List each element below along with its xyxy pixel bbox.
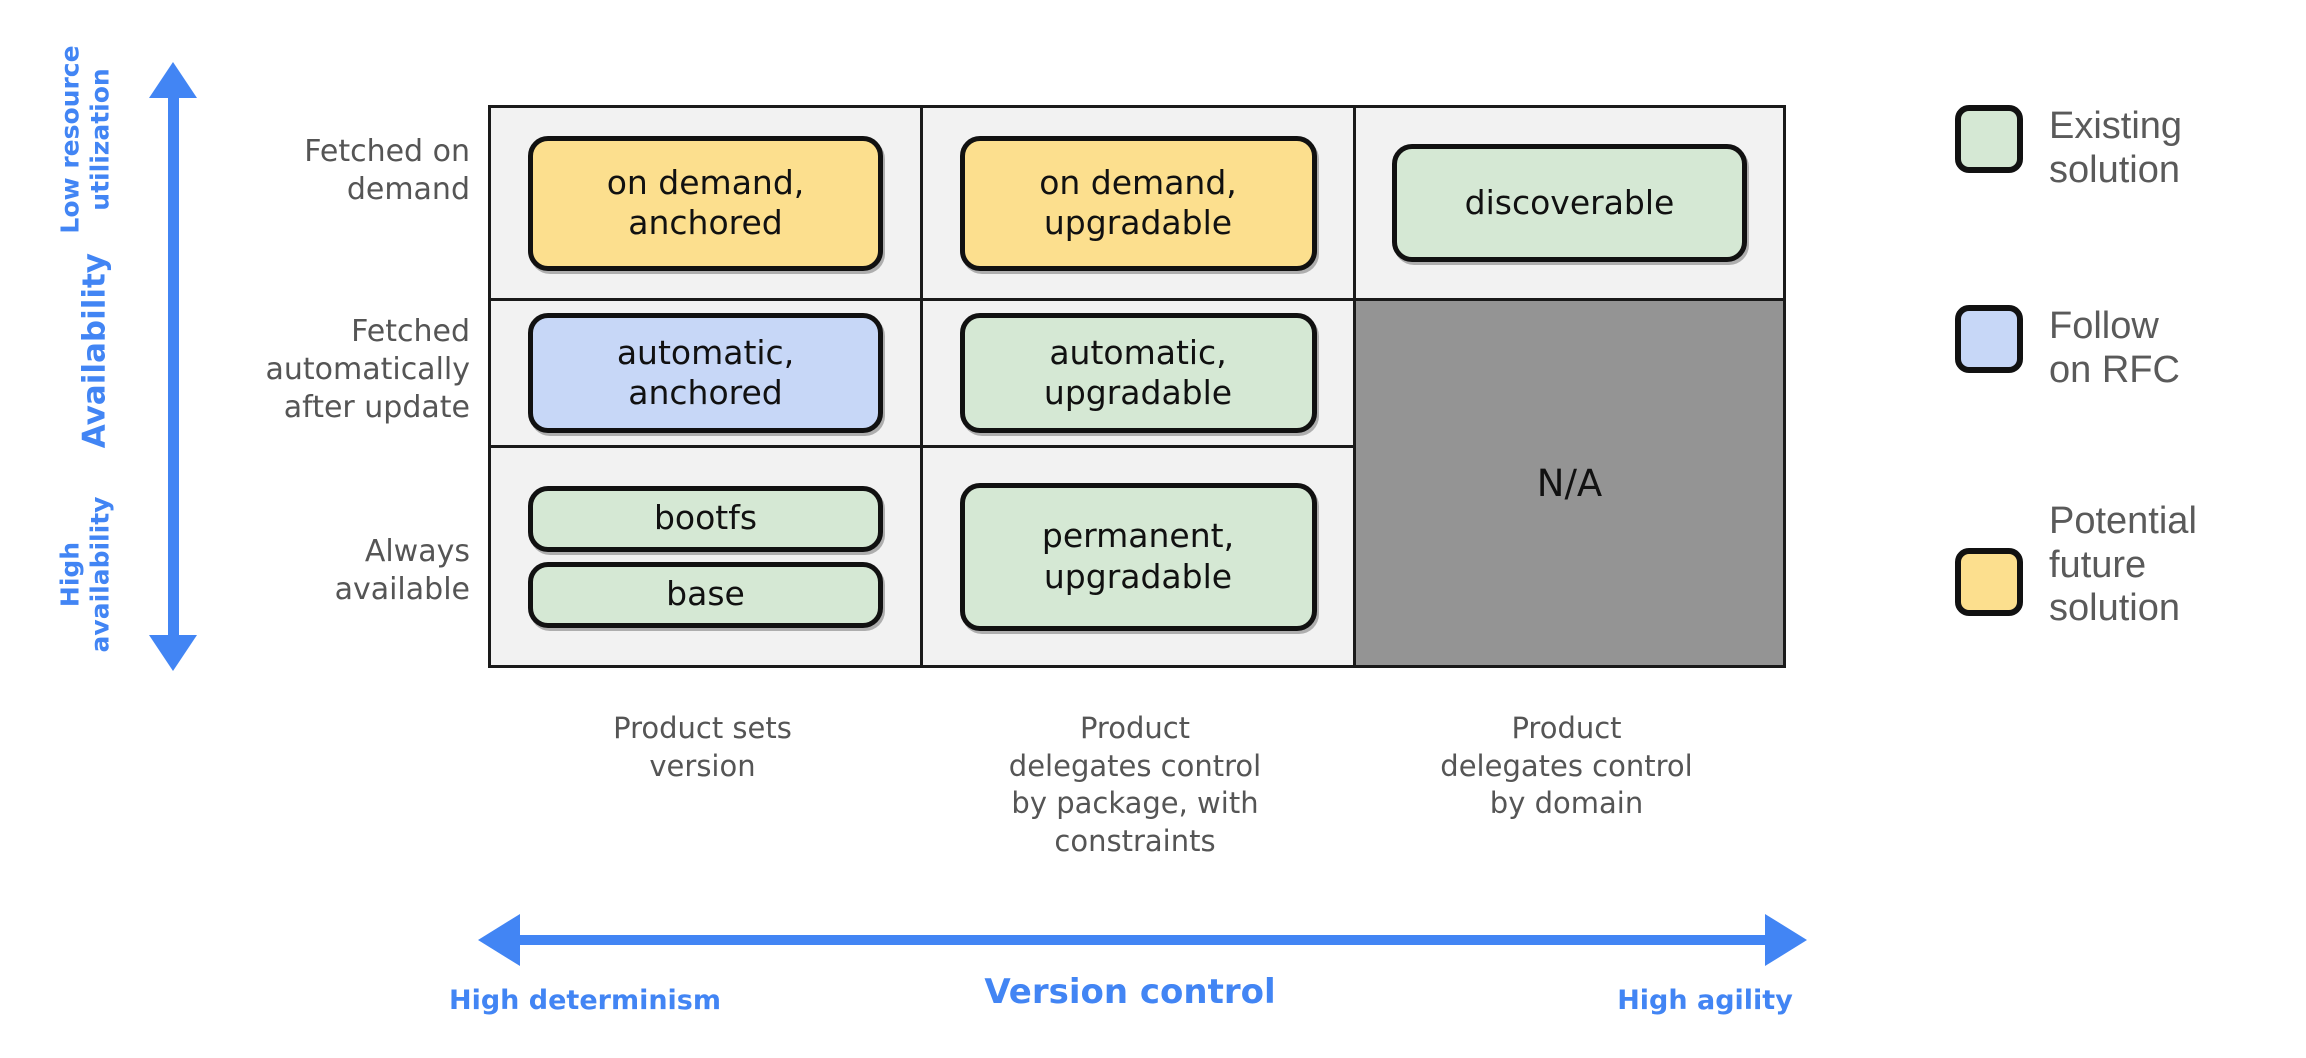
arrow-right-icon [1765, 914, 1807, 966]
legend-item-existing-solution[interactable]: Existing solution [1955, 105, 2182, 192]
grid-row-divider-1 [491, 298, 1783, 301]
matrix-grid: on demand, anchored on demand, upgradabl… [488, 105, 1786, 668]
cell-r1c2[interactable]: on demand, upgradable [923, 108, 1353, 298]
horizontal-axis: High determinism Version control High ag… [0, 900, 1860, 1050]
vertical-axis-top-label: Low resource utilization [55, 45, 115, 234]
column-label-delegates-by-domain: Product delegates control by domain [1440, 711, 1693, 821]
row-labels: Fetched on demand Fetched automatically … [200, 105, 470, 668]
grid-row-divider-2 [491, 445, 1783, 448]
chip-automatic-upgradable[interactable]: automatic, upgradable [959, 313, 1317, 433]
row-label-fetched-automatically: Fetched automatically after update [265, 314, 470, 425]
column-labels: Product sets version Product delegates c… [488, 710, 1786, 880]
legend-item-follow-on-rfc[interactable]: Follow on RFC [1955, 305, 2180, 392]
legend-swatch-blue-icon [1955, 305, 2023, 373]
chip-on-demand-upgradable[interactable]: on demand, upgradable [959, 135, 1317, 271]
vertical-axis: Low resource utilization Availability Hi… [0, 0, 290, 700]
cell-r1c3[interactable]: discoverable [1356, 108, 1783, 298]
column-label-delegates-by-package: Product delegates control by package, wi… [1008, 711, 1262, 859]
cell-r2c2[interactable]: automatic, upgradable [923, 301, 1353, 445]
chip-on-demand-anchored[interactable]: on demand, anchored [528, 135, 883, 271]
grid-column-divider-1 [920, 108, 923, 665]
horizontal-axis-right-label: High agility [1617, 985, 1793, 1016]
chip-automatic-anchored[interactable]: automatic, anchored [528, 313, 883, 433]
legend-label-follow-on-rfc: Follow on RFC [2049, 305, 2180, 391]
cell-r2c1[interactable]: automatic, anchored [491, 301, 920, 445]
vertical-axis-title: Availability [76, 253, 113, 449]
vertical-axis-bottom-label: High availability [55, 496, 115, 653]
legend-item-potential-future-solution[interactable]: Potential future solution [1955, 500, 2197, 631]
legend-swatch-green-icon [1955, 105, 2023, 173]
cell-r3c2[interactable]: permanent, upgradable [923, 448, 1353, 665]
grid-column-divider-2 [1353, 108, 1356, 665]
row-label-always-available: Always available [334, 534, 470, 607]
arrow-down-icon [149, 635, 197, 671]
legend: Existing solution Follow on RFC Potentia… [1955, 105, 2305, 675]
horizontal-axis-line [518, 935, 1773, 945]
cell-r1c1[interactable]: on demand, anchored [491, 108, 920, 298]
chip-bootfs[interactable]: bootfs [528, 485, 883, 552]
row-label-fetched-on-demand: Fetched on demand [304, 134, 470, 207]
chip-discoverable[interactable]: discoverable [1392, 144, 1747, 262]
legend-swatch-yellow-icon [1955, 548, 2023, 616]
arrow-left-icon [478, 914, 520, 966]
cell-r3c1[interactable]: bootfs base [491, 448, 920, 665]
cell-not-applicable: N/A [1356, 301, 1783, 665]
horizontal-axis-left-label: High determinism [448, 985, 722, 1016]
horizontal-axis-title: Version control [984, 972, 1276, 1012]
vertical-axis-line [168, 90, 179, 660]
column-label-product-sets-version: Product sets version [613, 711, 792, 783]
legend-label-existing-solution: Existing solution [2049, 105, 2183, 191]
legend-label-potential-future-solution: Potential future solution [2049, 500, 2197, 630]
chip-base[interactable]: base [528, 561, 883, 628]
chip-permanent-upgradable[interactable]: permanent, upgradable [959, 482, 1317, 631]
